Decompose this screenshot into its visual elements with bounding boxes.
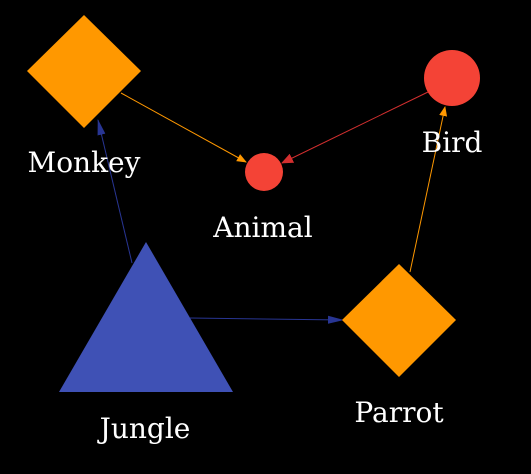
edge-bird-to-animal xyxy=(281,91,429,164)
animal-circle-shape xyxy=(245,153,283,191)
parrot-label: Parrot xyxy=(354,396,444,429)
animal-label: Animal xyxy=(212,211,312,244)
edge-jungle-to-monkey xyxy=(97,119,133,264)
node-monkey[interactable]: Monkey xyxy=(27,15,141,179)
edge-jungle-to-parrot xyxy=(189,315,344,324)
monkey-diamond-shape xyxy=(27,15,141,128)
jungle-label: Jungle xyxy=(97,412,191,445)
node-jungle[interactable]: Jungle xyxy=(59,242,233,445)
node-bird[interactable]: Bird xyxy=(422,50,483,159)
parrot-diamond-shape xyxy=(342,264,456,377)
node-animal[interactable]: Animal xyxy=(212,153,313,244)
monkey-label: Monkey xyxy=(28,146,141,179)
edge-parrot-to-bird xyxy=(409,106,448,273)
jungle-triangle-shape xyxy=(59,242,233,392)
bird-label: Bird xyxy=(422,126,483,159)
bird-circle-shape xyxy=(424,50,480,106)
edge-monkey-to-animal xyxy=(120,92,247,163)
node-parrot[interactable]: Parrot xyxy=(342,264,456,429)
